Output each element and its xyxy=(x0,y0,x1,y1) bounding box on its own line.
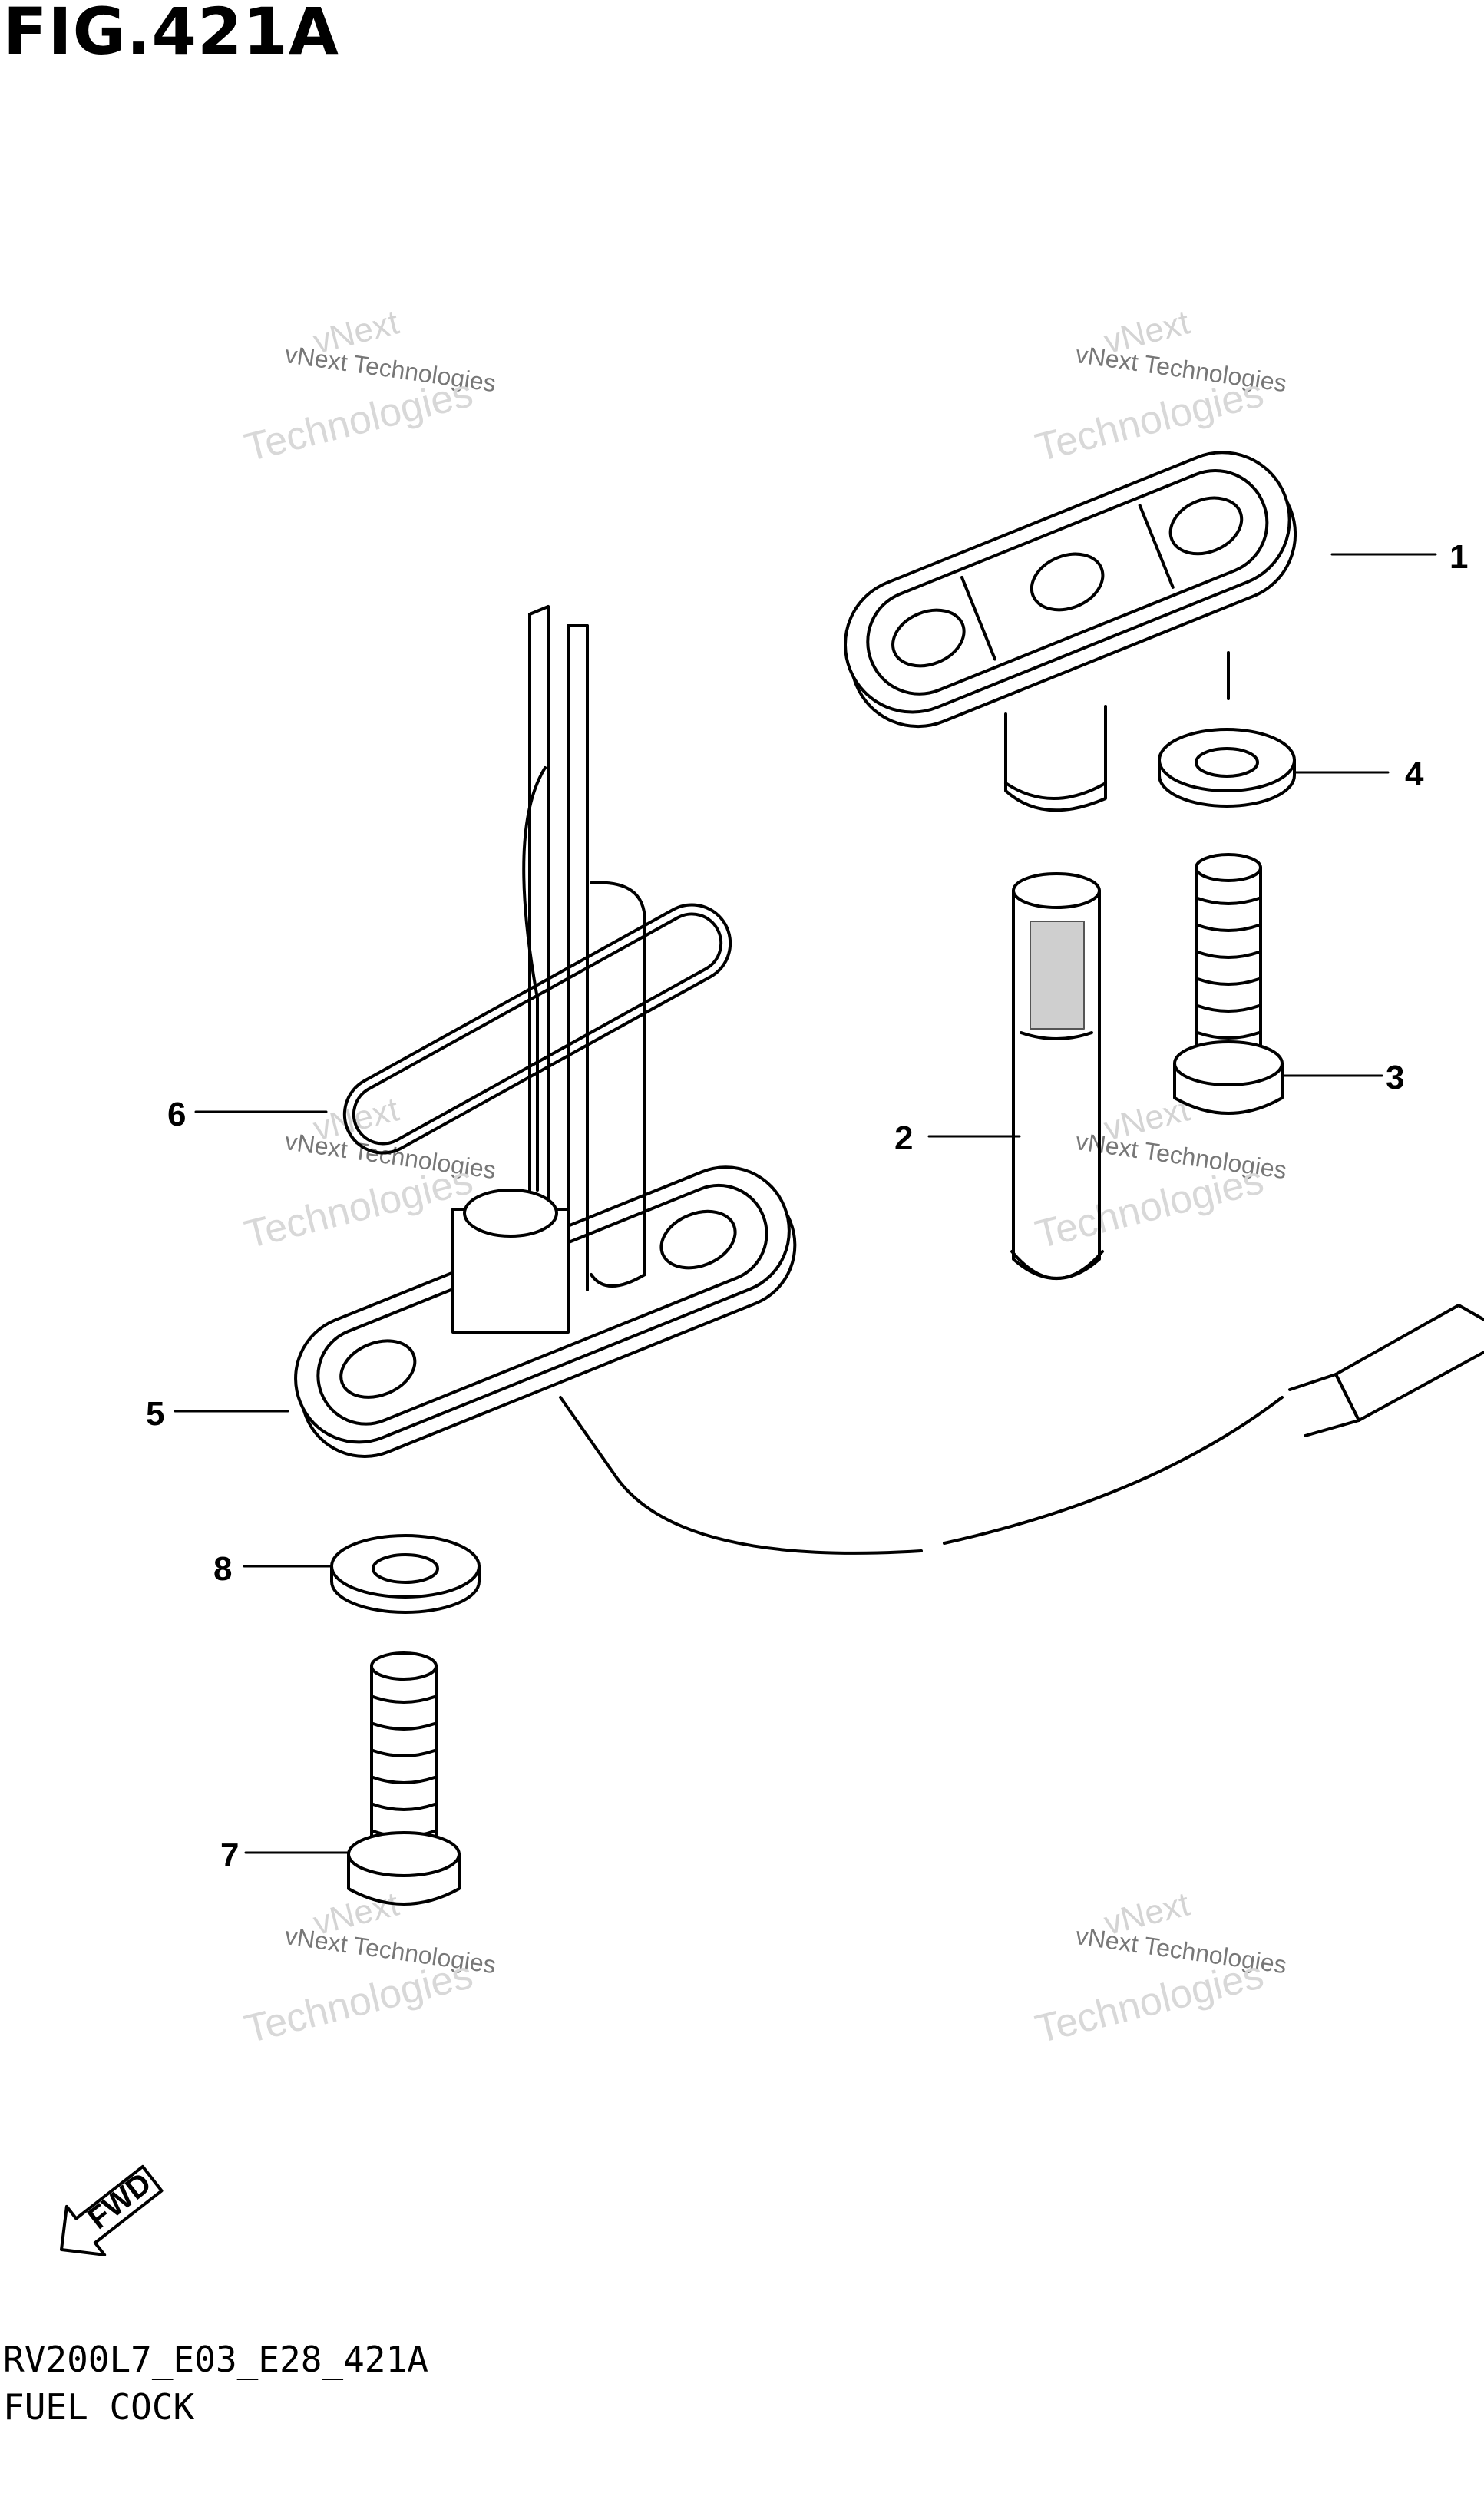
callout-7: 7 xyxy=(220,1837,239,1874)
callout-3: 3 xyxy=(1386,1059,1404,1096)
watermark-text: Technologies xyxy=(240,371,478,471)
callout-6: 6 xyxy=(167,1096,186,1133)
figure-name: FUEL COCK xyxy=(3,2386,195,2428)
callout-5: 5 xyxy=(146,1395,164,1433)
watermark-tr: vNext vNext Technologies Technologies xyxy=(1031,303,1288,470)
fwd-arrow-icon xyxy=(60,2164,164,2256)
watermark-tl: vNext vNext Technologies Technologies xyxy=(240,303,497,470)
watermark-text: Technologies xyxy=(1031,1158,1268,1258)
watermark-text: Technologies xyxy=(240,1952,478,2052)
figure-title: FIG.421A xyxy=(3,0,339,69)
part-4-washer xyxy=(1158,728,1296,808)
part-2-filter xyxy=(1010,872,1104,1280)
watermark-mr: vNext vNext Technologies Technologies xyxy=(1031,1090,1288,1257)
figure-code: RV200L7_E03_E28_421A xyxy=(3,2339,428,2380)
part-7-bolt xyxy=(347,1651,461,1906)
watermark-text: Technologies xyxy=(1031,1952,1268,2052)
part-5-sensor-plate xyxy=(294,605,1484,1555)
callout-1: 1 xyxy=(1449,538,1468,576)
watermark-text: Technologies xyxy=(240,1158,478,1258)
part-8-washer xyxy=(330,1534,481,1614)
watermark-bl: vNext vNext Technologies Technologies xyxy=(240,1885,497,2051)
callout-4: 4 xyxy=(1405,755,1424,793)
callout-2: 2 xyxy=(894,1119,913,1157)
part-6-gasket xyxy=(342,903,732,1155)
leader-lines xyxy=(174,553,1437,1854)
part-3-bolt xyxy=(1173,853,1284,1115)
watermark-br: vNext vNext Technologies Technologies xyxy=(1031,1885,1288,2051)
callout-numbers: 1 2 3 4 5 6 7 8 xyxy=(146,538,1468,1874)
callout-8: 8 xyxy=(213,1550,232,1588)
part-1-cock-plate xyxy=(844,451,1297,812)
